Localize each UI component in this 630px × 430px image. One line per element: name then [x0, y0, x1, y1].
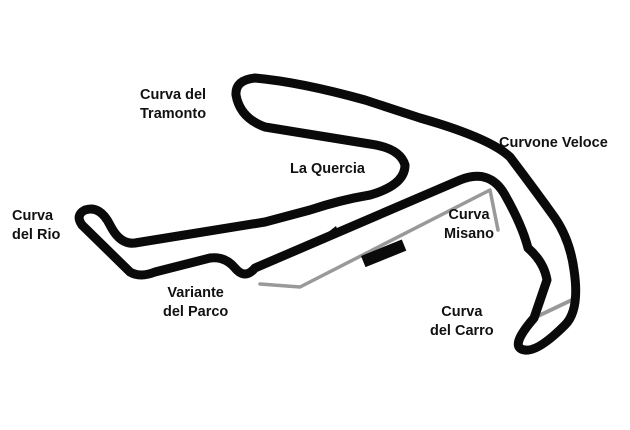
track-outline	[74, 73, 581, 355]
label-curva-del-tramonto-line1: Curva del	[140, 87, 207, 103]
label-curva-del-rio: Curva del Rio	[12, 207, 60, 245]
label-curva-misano-line2: Misano	[444, 226, 494, 242]
label-curva-del-carro: Curva del Carro	[430, 303, 494, 341]
label-variante-del-parco: Variante del Parco	[163, 284, 228, 322]
pit-building-icon	[361, 239, 407, 268]
label-curva-del-rio-line2: del Rio	[12, 227, 61, 243]
label-variante-del-parco-line2: del Parco	[163, 304, 229, 320]
old-layout-line	[258, 188, 500, 289]
label-curva-del-carro-line1: Curva	[441, 304, 483, 320]
label-curva-del-carro-line2: del Carro	[430, 323, 494, 339]
label-curva-del-tramonto: Curva del Tramonto	[140, 86, 206, 124]
label-curva-misano: Curva Misano	[444, 206, 494, 244]
arrow-left-icon	[322, 218, 366, 237]
old-layout-carro-line	[534, 296, 578, 319]
label-curvone-veloce: Curvone Veloce	[499, 135, 608, 151]
label-curva-del-rio-line1: Curva	[12, 208, 54, 224]
label-variante-del-parco-line1: Variante	[167, 285, 224, 301]
label-curva-misano-line1: Curva	[448, 207, 490, 223]
label-la-quercia: La Quercia	[290, 161, 365, 177]
label-curva-del-tramonto-line2: Tramonto	[140, 106, 207, 122]
